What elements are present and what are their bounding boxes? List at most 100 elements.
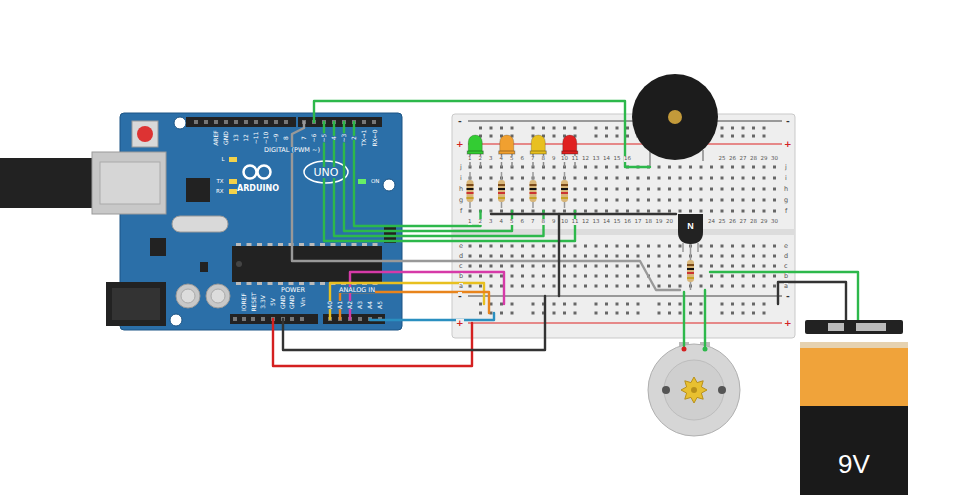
breadboard-hole [574,275,577,278]
breadboard-hole [521,188,524,191]
resistor-symbol [467,180,474,202]
breadboard-hole [679,188,682,191]
breadboard-hole [605,188,608,191]
chip-pin [289,282,294,285]
breadboard-hole [479,285,482,288]
rail-sign: + [456,319,464,328]
power-jack [106,282,166,326]
header-pin [234,120,238,124]
rail-sign: + [784,319,792,328]
usb-connector [100,162,160,204]
breadboard-hole [700,312,703,315]
breadboard-hole [731,275,734,278]
breadboard-hole [605,245,608,248]
breadboard-hole [742,177,745,180]
column-number: 27 [740,156,747,162]
chip-pin [310,282,315,285]
breadboard-hole [731,285,734,288]
header-pin [214,120,218,124]
breadboard-hole [763,127,766,130]
wire-end [703,347,708,352]
column-number: 4 [500,219,504,225]
breadboard-hole [605,303,608,306]
rail-sign: - [458,292,462,301]
breadboard-hole [658,312,661,315]
breadboard-hole [626,303,629,306]
breadboard-hole [658,199,661,202]
wire [324,122,575,241]
breadboard-hole [574,265,577,268]
breadboard-hole [637,265,640,268]
pin-header [186,117,296,127]
breadboard-hole [584,188,587,191]
breadboard-hole [626,135,629,138]
breadboard-hole [658,245,661,248]
motor-hole [662,386,670,394]
breadboard-hole [605,285,608,288]
breadboard-hole [563,285,566,288]
column-number: 5 [510,219,514,225]
breadboard-hole [574,312,577,315]
breadboard-hole [721,312,724,315]
breadboard-hole [521,177,524,180]
breadboard-hole [490,177,493,180]
breadboard-hole [742,135,745,138]
breadboard-hole [616,245,619,248]
row-letter: e [784,243,788,250]
chip-pin [278,282,283,285]
breadboard-hole [563,255,566,258]
breadboard-hole [637,245,640,248]
row-letter: h [784,186,788,193]
breadboard-hole [668,210,671,213]
column-number: 7 [531,219,535,225]
breadboard-hole [700,275,703,278]
chip-pin [236,243,241,246]
breadboard-hole [616,210,619,213]
header-label: ANALOG IN [339,287,375,294]
breadboard-hole [731,303,734,306]
breadboard-hole [742,312,745,315]
breadboard-hole [521,166,524,169]
breadboard-hole [521,245,524,248]
breadboard-hole [595,199,598,202]
breadboard-hole [742,245,745,248]
model-label: UNO [314,167,339,178]
header-pin [264,120,268,124]
breadboard-hole [490,127,493,130]
breadboard-hole [490,210,493,213]
column-number: 12 [582,156,589,162]
breadboard-hole [647,177,650,180]
resistor-band [467,188,474,190]
header-pin [358,317,362,321]
breadboard-hole [668,177,671,180]
breadboard-hole [721,265,724,268]
breadboard-hole [763,188,766,191]
breadboard-hole [616,285,619,288]
breadboard-hole [710,285,713,288]
breadboard-hole [647,245,650,248]
pin-label: GND [289,295,295,309]
breadboard-hole [763,265,766,268]
breadboard-hole [511,127,514,130]
breadboard-hole [721,199,724,202]
breadboard-hole [542,188,545,191]
breadboard-hole [658,265,661,268]
breadboard-hole [668,275,671,278]
breadboard-hole [637,199,640,202]
rail-sign: + [456,140,464,149]
pin-label: AREF [213,130,219,146]
logo [304,161,348,183]
led [530,151,546,154]
breadboard-hole [679,255,682,258]
breadboard-hole [658,166,661,169]
breadboard-hole [616,275,619,278]
breadboard-hole [532,265,535,268]
breadboard-hole [574,127,577,130]
breadboard-hole [595,177,598,180]
capacitor [206,284,230,308]
rail-line [468,323,782,324]
breadboard-hole [721,135,724,138]
crystal [172,216,228,232]
header-pin [284,120,288,124]
resistor-band [687,264,694,266]
